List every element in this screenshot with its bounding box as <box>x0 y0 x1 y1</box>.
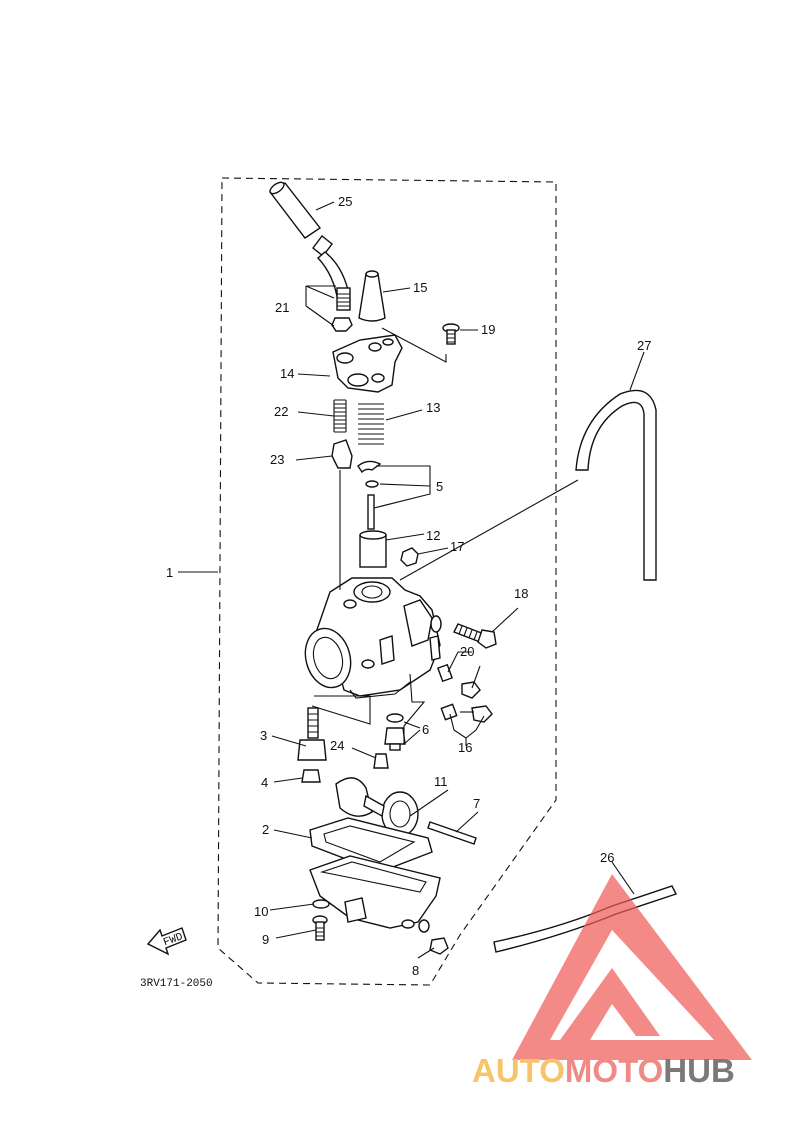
part-starter-plunger <box>331 439 353 469</box>
fwd-arrow-icon: FWD <box>146 927 187 956</box>
part-main-jet <box>301 769 321 783</box>
callout-4: 4 <box>261 775 268 790</box>
part-screw-19 <box>442 323 460 345</box>
drawing-code: 3RV171-2050 <box>140 978 213 990</box>
callout-26: 26 <box>600 850 614 865</box>
part-gasket <box>309 817 433 873</box>
part-screw-16 <box>440 703 493 723</box>
part-cable-adjuster <box>312 235 353 332</box>
assembly-boundary <box>217 177 557 986</box>
callout-7: 7 <box>473 796 480 811</box>
callout-25: 25 <box>338 194 352 209</box>
callout-12: 12 <box>426 528 440 543</box>
callout-14: 14 <box>280 366 294 381</box>
watermark-logo <box>512 874 752 1060</box>
part-nut-17 <box>400 547 419 567</box>
part-top-cover <box>332 334 403 393</box>
callout-16: 16 <box>458 740 472 755</box>
part-carburetor-body <box>304 577 442 699</box>
callout-17: 17 <box>450 539 464 554</box>
callout-27: 27 <box>637 338 651 353</box>
callout-13: 13 <box>426 400 440 415</box>
part-spring-main <box>358 403 384 445</box>
part-screw-18 <box>453 623 497 649</box>
callout-2: 2 <box>262 822 269 837</box>
callout-1: 1 <box>166 565 173 580</box>
callout-18: 18 <box>514 586 528 601</box>
part-washer <box>312 899 330 909</box>
callout-9: 9 <box>262 932 269 947</box>
part-needle-jet <box>297 707 327 761</box>
callout-22: 22 <box>274 404 288 419</box>
part-screw-20 <box>437 663 481 699</box>
part-spring-small <box>333 399 347 433</box>
part-cap <box>358 273 386 322</box>
part-screw-9 <box>312 915 328 941</box>
part-cable-sleeve <box>268 181 322 239</box>
callout-6: 6 <box>422 722 429 737</box>
callout-15: 15 <box>413 280 427 295</box>
part-float <box>335 777 419 837</box>
callout-23: 23 <box>270 452 284 467</box>
callout-21: 21 <box>275 300 289 315</box>
watermark-triangle-icon <box>512 874 752 1060</box>
part-float-bowl <box>309 855 441 933</box>
part-small-jet-24 <box>373 753 389 769</box>
part-throttle-slide <box>359 530 387 568</box>
callout-10: 10 <box>254 904 268 919</box>
leader-lines <box>178 201 645 959</box>
callout-19: 19 <box>481 322 495 337</box>
callout-24: 24 <box>330 738 344 753</box>
callout-20: 20 <box>460 644 474 659</box>
part-float-pin <box>427 821 477 845</box>
part-drain-screw <box>429 937 449 955</box>
part-clip-needle <box>357 460 382 530</box>
part-jet-6 <box>384 713 406 751</box>
callout-5: 5 <box>436 479 443 494</box>
callout-11: 11 <box>434 774 448 789</box>
callout-8: 8 <box>412 963 419 978</box>
part-vent-hose <box>575 389 657 581</box>
callout-labels: 25 21 15 19 27 14 22 13 23 5 12 17 1 18 … <box>166 194 651 978</box>
callout-3: 3 <box>260 728 267 743</box>
watermark-text: AUTOMOTOHUB <box>472 1052 735 1089</box>
